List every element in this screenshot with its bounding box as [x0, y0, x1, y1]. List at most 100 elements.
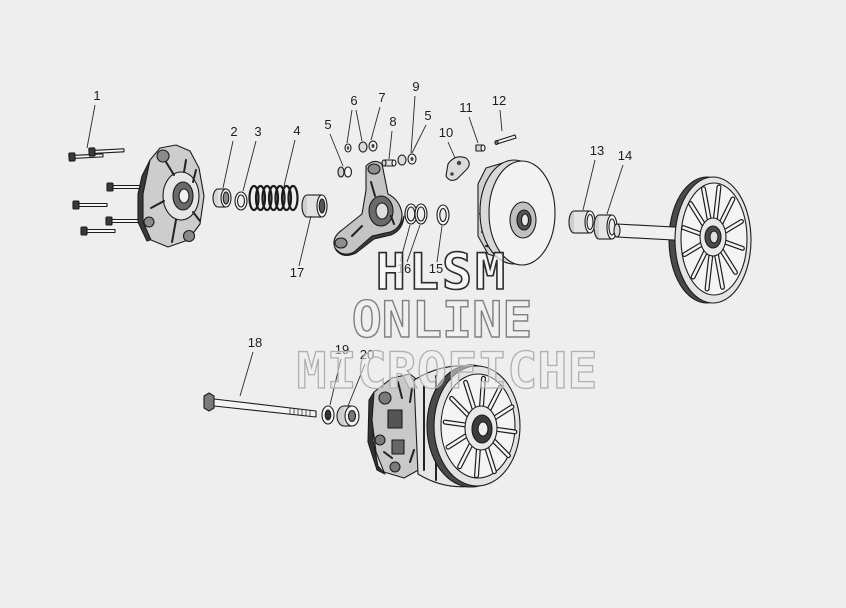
pin-item-11	[475, 144, 486, 152]
callout-10: 10	[439, 125, 453, 140]
roller-item-5-right	[397, 153, 417, 166]
callout-5-left: 5	[324, 117, 331, 132]
callout-2: 2	[230, 124, 237, 139]
spacer-hole	[347, 409, 357, 423]
callout-5-right: 5	[424, 108, 431, 123]
leader-6b	[355, 109, 363, 142]
washer-hole	[324, 409, 332, 421]
bushing-bore	[586, 213, 594, 231]
leader-lines	[86, 95, 624, 407]
spring-coil	[274, 184, 286, 212]
bolt	[88, 147, 125, 157]
leader-11	[468, 116, 479, 144]
wheel-spoke	[446, 433, 470, 449]
spacer-item-20	[336, 405, 360, 427]
spider-boss	[367, 163, 381, 175]
callout-7: 7	[378, 90, 385, 105]
roller-front	[358, 141, 368, 153]
spring-coil	[287, 184, 299, 212]
bushing-item-2	[212, 188, 232, 208]
callout-18: 18	[248, 335, 262, 350]
bolt-item-18	[203, 392, 317, 418]
roller-hole	[410, 157, 414, 161]
wheel-spoke	[683, 241, 705, 256]
fixed-sheave-spokes	[681, 184, 745, 292]
bolt-head	[203, 392, 215, 412]
watermark-line-3: MICROFICHE	[296, 342, 597, 400]
leader-10	[447, 141, 456, 159]
wheel-spoke	[691, 248, 708, 279]
pin-body	[384, 160, 394, 166]
bolt	[80, 226, 116, 236]
bolt-shank	[86, 228, 116, 234]
leader-8	[388, 130, 393, 160]
washer-hole	[439, 207, 447, 223]
pin-end	[480, 144, 486, 152]
watermark: HLSM ONLINE MICROFICHE	[296, 242, 598, 400]
washer-item-6	[344, 143, 352, 153]
callout-8: 8	[389, 114, 396, 129]
bushing-bore	[222, 191, 230, 205]
pin-end	[391, 159, 397, 167]
bolt-shank	[112, 184, 142, 190]
spider-bore	[375, 202, 389, 220]
callout-20: 20	[360, 347, 374, 362]
wheel-spoke	[464, 381, 476, 412]
bolt-head	[105, 216, 113, 226]
bolt-head	[68, 152, 76, 162]
leader-20	[347, 363, 366, 407]
bolt-head	[80, 226, 88, 236]
wheel-spoke	[486, 385, 502, 414]
fixed-sheave-bore	[709, 230, 719, 244]
spring-coil	[280, 184, 293, 212]
bolt	[72, 200, 108, 210]
roller-front	[343, 166, 353, 178]
wheel-spoke	[479, 376, 485, 411]
roller-item-5-left	[337, 166, 353, 178]
washer-item-15	[436, 204, 450, 226]
leader-16b	[406, 224, 421, 263]
leader-13	[582, 159, 596, 211]
bolt-shank	[94, 148, 125, 154]
callout-4: 4	[293, 123, 300, 138]
wheel-spoke	[714, 251, 724, 289]
weight-hole	[456, 160, 462, 166]
assembly-wheel-bore	[477, 421, 489, 437]
wheel-spoke	[443, 420, 469, 427]
spider	[333, 160, 405, 256]
wheel-spoke	[718, 197, 735, 228]
small-washer-hole	[346, 146, 350, 150]
wheel-spoke	[450, 397, 471, 418]
leader-1	[86, 104, 96, 149]
bolt-head	[72, 200, 80, 210]
roller-back	[337, 166, 345, 178]
fixed-sheave	[613, 176, 752, 304]
leader-17	[298, 215, 312, 267]
assembled-clutch	[367, 364, 521, 488]
assembly-cover-block	[387, 409, 403, 429]
pin-item-8	[381, 159, 397, 167]
spring-coil	[254, 184, 267, 212]
callout-6: 6	[350, 93, 357, 108]
bolt-head	[106, 182, 114, 192]
bolt-shank	[78, 202, 108, 208]
pin-item-12	[494, 134, 517, 146]
assembly-cover-boss	[378, 391, 392, 405]
weight-item-10	[445, 156, 470, 182]
leader-4	[283, 139, 296, 187]
spider-ribs	[351, 181, 395, 237]
assembly-cover-block	[391, 439, 405, 455]
callout-9: 9	[412, 79, 419, 94]
spider-boss	[334, 237, 348, 249]
washer-hole	[406, 206, 416, 222]
wheel-spoke	[713, 185, 721, 224]
leader-5-left	[329, 133, 344, 167]
wheel-spoke	[689, 202, 707, 229]
washer-item-3	[234, 191, 248, 211]
leader-12	[499, 109, 503, 132]
leader-2	[222, 140, 234, 189]
callout-19: 19	[335, 342, 349, 357]
spring-item-4	[248, 184, 299, 212]
cover-boss	[143, 216, 155, 228]
